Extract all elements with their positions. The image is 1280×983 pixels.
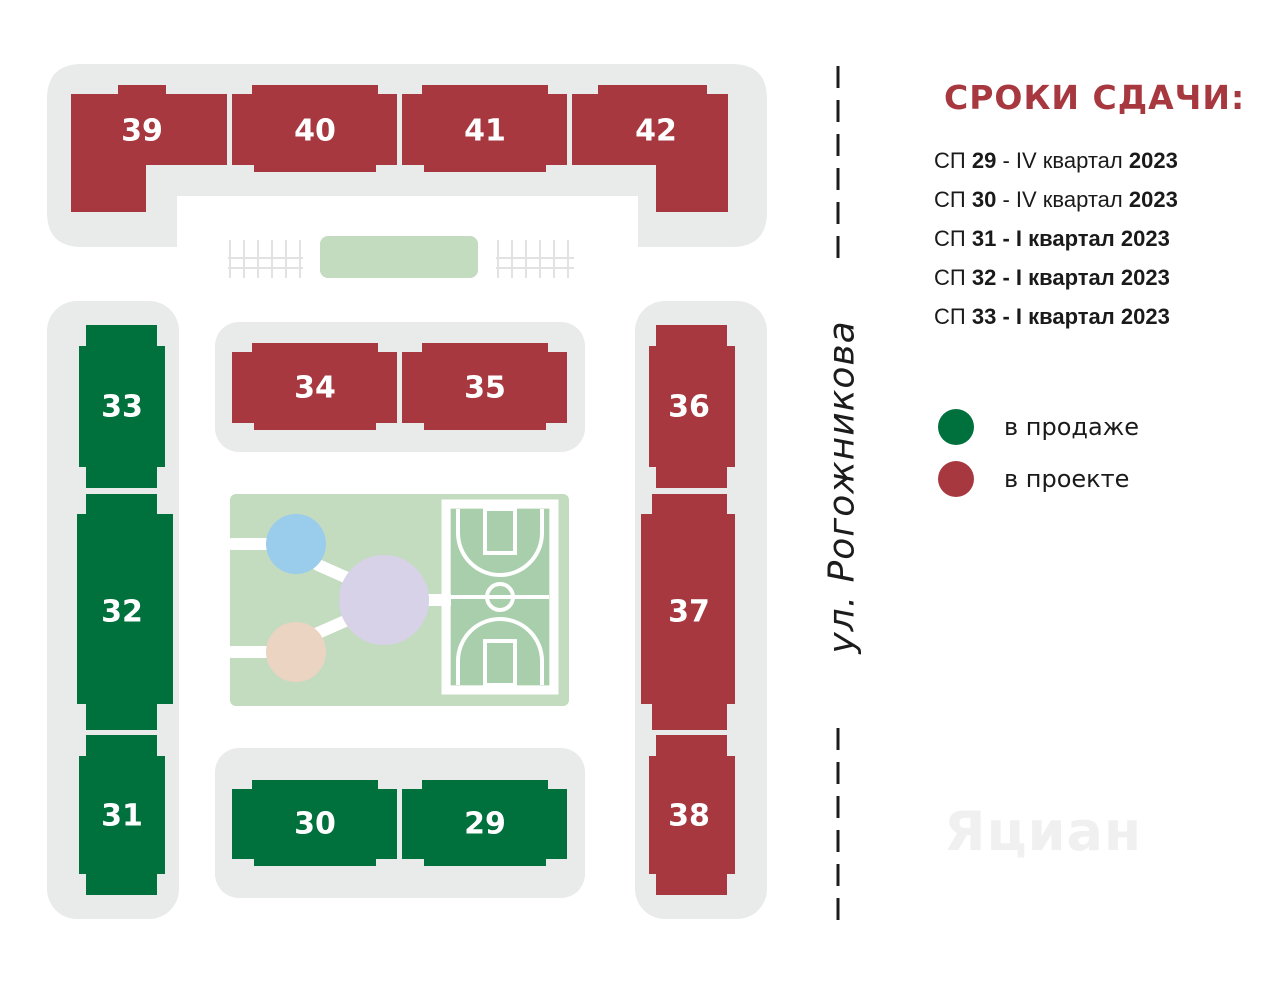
legend-key-in-project: в проекте	[938, 461, 1238, 497]
building-30[interactable]: 30	[232, 780, 397, 866]
building-number: 30	[294, 807, 336, 842]
building-31[interactable]: 31	[79, 735, 165, 895]
building-41[interactable]: 41	[402, 85, 567, 172]
red-dot-icon	[938, 461, 974, 497]
plaza-center-circle	[339, 555, 429, 645]
building-number: 36	[668, 390, 710, 425]
building-number: 31	[101, 799, 143, 834]
green-lawn-strip	[320, 236, 478, 278]
building-number: 33	[101, 390, 143, 425]
building-42[interactable]: 42	[572, 85, 728, 212]
deadline-row: СП 33 - I квартал 2023	[934, 304, 1170, 329]
building-33[interactable]: 33	[79, 325, 165, 488]
street-name: ул. Рогожникова	[822, 320, 863, 654]
building-number: 34	[294, 371, 336, 406]
building-number: 37	[668, 595, 710, 630]
plaza-blue-circle	[266, 514, 326, 574]
building-38[interactable]: 38	[649, 735, 735, 895]
deadline-row: СП 30 - IV квартал 2023	[934, 187, 1178, 212]
deadline-row: СП 32 - I квартал 2023	[934, 265, 1170, 290]
building-number: 39	[121, 114, 163, 149]
building-29[interactable]: 29	[402, 780, 567, 866]
plaza-peach-circle	[266, 622, 326, 682]
legend-key-label: в проекте	[1004, 465, 1130, 493]
building-number: 32	[101, 595, 143, 630]
watermark-logo: Яциан	[944, 800, 1143, 863]
parking-left	[228, 240, 303, 278]
legend-title: СРОКИ СДАЧИ:	[944, 78, 1246, 117]
building-39[interactable]: 39	[71, 85, 227, 212]
green-dot-icon	[938, 409, 974, 445]
basketball-court	[441, 499, 559, 695]
building-37[interactable]: 37	[641, 494, 735, 730]
building-40[interactable]: 40	[232, 85, 397, 172]
building-number: 40	[294, 114, 336, 149]
legend-key-on-sale: в продаже	[938, 409, 1238, 445]
parking-right	[496, 240, 574, 278]
building-number: 41	[464, 114, 506, 149]
deadline-row: СП 31 - I квартал 2023	[934, 226, 1170, 251]
building-36[interactable]: 36	[649, 325, 735, 488]
building-number: 29	[464, 807, 506, 842]
building-number: 38	[668, 799, 710, 834]
legend-panel: СРОКИ СДАЧИ: СП 29 - IV квартал 2023 СП …	[934, 78, 1274, 336]
building-34[interactable]: 34	[232, 343, 397, 430]
building-number: 42	[635, 114, 677, 149]
building-number: 35	[464, 371, 506, 406]
building-32[interactable]: 32	[77, 494, 173, 730]
building-35[interactable]: 35	[402, 343, 567, 430]
legend-key-label: в продаже	[1004, 413, 1140, 441]
deadline-row: СП 29 - IV квартал 2023	[934, 148, 1178, 173]
